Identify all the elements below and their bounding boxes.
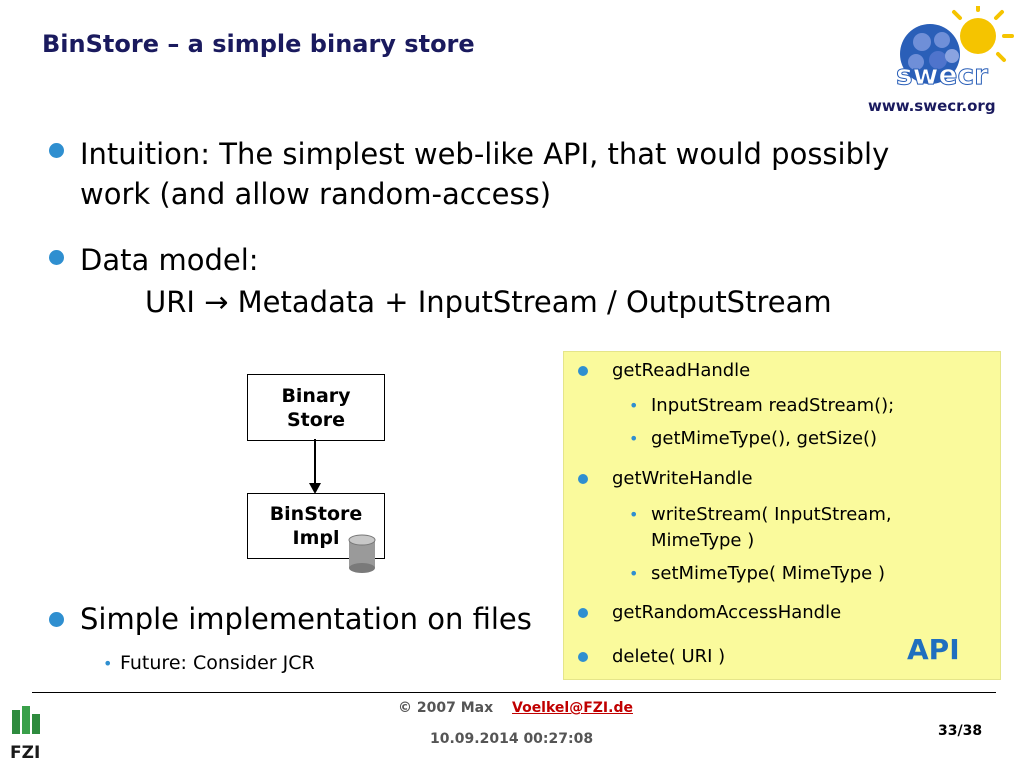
box-label: Store	[286, 408, 346, 431]
api-sub-dot: •	[629, 564, 639, 583]
api-sub-set-mimetype: setMimeType( MimeType )	[651, 563, 885, 584]
fzi-logo: FZI	[8, 702, 44, 764]
footer-copyright: © 2007 Max	[398, 700, 494, 716]
page-number: 33/38	[938, 723, 983, 739]
api-item-delete: delete( URI )	[612, 646, 726, 667]
api-bullet-dot	[578, 652, 588, 662]
connector-arrow	[309, 439, 321, 494]
bullet-dot	[49, 612, 64, 627]
bullet-3-line-1: Simple implementation on files	[80, 602, 532, 636]
api-panel	[563, 351, 1001, 680]
api-bullet-dot	[578, 474, 588, 484]
bullet-dot	[49, 250, 64, 265]
api-sub-write-stream-cont: MimeType )	[651, 530, 755, 551]
molecule-icon	[900, 24, 960, 84]
api-label: API	[907, 633, 960, 666]
bullet-2-line-1: Data model:	[80, 243, 259, 277]
api-sub-dot: •	[629, 396, 639, 415]
bullet-1-line-2: work (and allow random-access)	[80, 177, 552, 211]
api-sub-read-stream: InputStream readStream();	[651, 395, 895, 416]
logo-wordmark: swecr	[896, 58, 988, 91]
box-label: BinStore	[269, 503, 363, 525]
fzi-wordmark: FZI	[10, 743, 40, 763]
api-sub-dot: •	[629, 505, 639, 524]
footer-divider	[32, 692, 996, 693]
swecr-logo: swecr	[892, 4, 1016, 100]
box-label: Impl	[292, 527, 340, 549]
bullet-2-line-2: URI → Metadata + InputStream / OutputStr…	[145, 285, 832, 319]
api-bullet-dot	[578, 366, 588, 376]
footer-email-link[interactable]: Voelkel@FZI.de	[512, 700, 633, 716]
footer-datetime: 10.09.2014 00:27:08	[430, 731, 594, 747]
database-icon	[348, 534, 376, 573]
bullet-1-line-1: Intuition: The simplest web-like API, th…	[80, 137, 890, 171]
binary-store-box: Binary Store	[247, 374, 385, 441]
logo-url[interactable]: www.swecr.org	[868, 97, 996, 115]
api-item-random-access: getRandomAccessHandle	[612, 602, 842, 623]
api-item-get-read-handle: getReadHandle	[612, 360, 751, 381]
api-bullet-dot	[578, 608, 588, 618]
api-item-get-write-handle: getWriteHandle	[612, 468, 753, 489]
bullet-3-sub-1: Future: Consider JCR	[120, 652, 315, 674]
api-sub-get-mimetype: getMimeType(), getSize()	[651, 428, 878, 449]
slide-title: BinStore – a simple binary store	[42, 30, 475, 58]
bullet-dot	[49, 143, 64, 158]
box-label: Binary	[281, 384, 351, 407]
api-sub-dot: •	[629, 429, 639, 448]
sun-icon	[952, 4, 1014, 62]
api-sub-write-stream: writeStream( InputStream,	[651, 504, 892, 525]
fzi-building-icon	[12, 706, 40, 734]
sub-bullet-dot: •	[103, 654, 113, 673]
